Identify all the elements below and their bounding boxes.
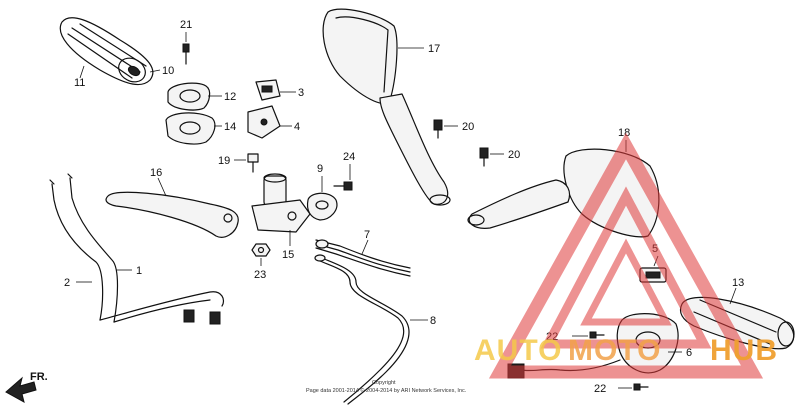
- front-direction-arrow: [5, 376, 37, 403]
- watermark-moto: MOTO: [568, 334, 661, 367]
- watermark-logo: [488, 132, 764, 379]
- callout-3: 3: [298, 87, 304, 99]
- callout-22b: 22: [594, 383, 606, 395]
- bolt-20a: [433, 119, 443, 139]
- callout-2: 2: [64, 277, 70, 289]
- mirror-17: [322, 8, 451, 206]
- switch-wire-7: [315, 239, 411, 277]
- callout-12: 12: [224, 91, 236, 103]
- callout-8: 8: [430, 315, 436, 327]
- clutch-cable-8: [314, 254, 410, 405]
- watermark-text: AUTO MOTO HUB: [474, 334, 778, 367]
- throttle-cables: [49, 173, 225, 325]
- switch-3: [255, 79, 281, 101]
- screw-22a: [589, 331, 605, 339]
- switch-housing-lower: [165, 112, 216, 145]
- switch-housing-upper: [167, 82, 211, 111]
- clamp-9: [306, 192, 338, 221]
- left-grip-part: [59, 17, 154, 86]
- clutch-lever-16: [105, 191, 239, 238]
- callout-20b: 20: [508, 149, 520, 161]
- callout-13: 13: [732, 277, 744, 289]
- lever-bracket-15: [251, 173, 311, 233]
- watermark-hub: HUB: [710, 334, 778, 367]
- callout-11: 11: [74, 77, 85, 89]
- callout-23: 23: [254, 269, 266, 281]
- callout-17: 17: [428, 43, 440, 55]
- callout-16: 16: [150, 167, 162, 179]
- callout-15: 15: [282, 249, 294, 261]
- front-marker-label: FR.: [30, 371, 48, 383]
- watermark-auto: AUTO: [474, 334, 562, 367]
- callout-4: 4: [294, 121, 300, 133]
- callout-6: 6: [686, 347, 692, 359]
- callout-14: 14: [224, 121, 236, 133]
- callout-19: 19: [218, 155, 230, 167]
- bolt-20b: [479, 147, 489, 167]
- callout-24: 24: [343, 151, 355, 163]
- copyright-title: Copyright: [372, 380, 396, 386]
- screw-21: [182, 43, 190, 65]
- callout-9: 9: [317, 163, 323, 175]
- bolt-19: [247, 153, 259, 173]
- callout-7: 7: [364, 229, 370, 241]
- bolt-24: [333, 181, 353, 191]
- callout-21: 21: [180, 19, 192, 31]
- switch-4: [247, 105, 281, 139]
- callout-1: 1: [136, 265, 142, 277]
- screw-22b: [633, 383, 649, 391]
- callout-10: 10: [162, 65, 174, 77]
- copyright-notice: Page data 2001-2014 © 2004-2014 by ARI N…: [306, 387, 467, 394]
- nut-23: [251, 243, 271, 257]
- callout-20a: 20: [462, 121, 474, 133]
